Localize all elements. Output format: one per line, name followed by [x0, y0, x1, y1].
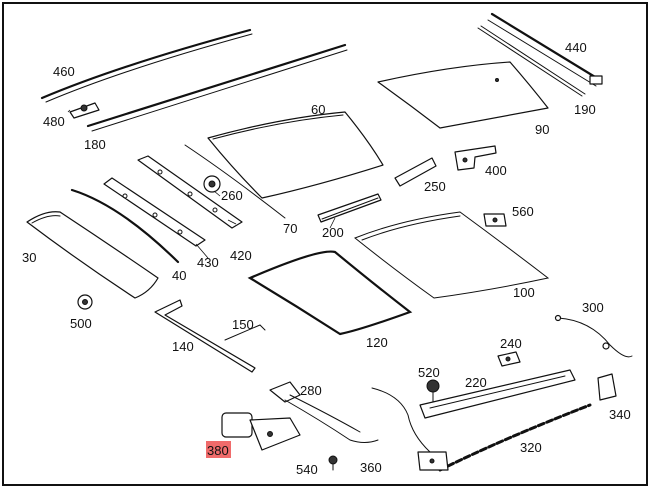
label-360: 360 — [360, 460, 382, 475]
label-430: 430 — [197, 255, 219, 270]
part-30-sunshade-panel — [26, 211, 159, 299]
part-500-nut — [77, 294, 93, 310]
part-280-long-cable — [371, 387, 431, 453]
part-200-deflector — [317, 193, 382, 223]
part-250-bracket — [394, 157, 437, 187]
label-340: 340 — [609, 407, 631, 422]
label-380-highlight — [206, 441, 231, 458]
label-400: 400 — [485, 163, 507, 178]
part-220-guide-rail — [419, 369, 576, 419]
part-70-cable — [184, 144, 286, 219]
part-60-glass-panel — [207, 111, 384, 199]
part-190-rail-seal — [477, 25, 586, 97]
label-260: 260 — [221, 188, 243, 203]
label-420: 420 — [230, 248, 252, 263]
part-280-cable-assembly — [269, 381, 379, 443]
part-100-frame — [354, 211, 550, 299]
label-380: 380 — [207, 443, 229, 458]
part-260-knob — [203, 175, 221, 193]
label-190: 190 — [574, 102, 596, 117]
part-540-screw — [328, 455, 338, 471]
part-560-clip — [483, 213, 507, 227]
label-100: 100 — [513, 285, 535, 300]
part-380-motor — [221, 412, 301, 451]
label-240: 240 — [500, 336, 522, 351]
part-340-bracket — [597, 373, 617, 401]
part-360-bracket — [417, 451, 449, 471]
label-500: 500 — [70, 316, 92, 331]
part-460-rail-strip — [40, 28, 253, 103]
label-40: 40 — [172, 268, 186, 283]
label-250: 250 — [424, 179, 446, 194]
label-150: 150 — [232, 317, 254, 332]
leader-lines — [67, 109, 336, 259]
label-300: 300 — [582, 300, 604, 315]
label-480: 480 — [43, 114, 65, 129]
label-280: 280 — [300, 383, 322, 398]
part-400-hinge — [454, 145, 497, 171]
label-540: 540 — [296, 462, 318, 477]
label-460: 460 — [53, 64, 75, 79]
label-140: 140 — [172, 339, 194, 354]
label-320: 320 — [520, 440, 542, 455]
label-440: 440 — [565, 40, 587, 55]
part-440-side-rail — [487, 12, 603, 87]
part-150-strip — [224, 324, 266, 341]
label-180: 180 — [84, 137, 106, 152]
label-120: 120 — [366, 335, 388, 350]
part-320-drive-cable — [438, 403, 592, 472]
part-120-seal-ring — [247, 250, 413, 336]
part-480-clip — [69, 102, 100, 119]
label-90: 90 — [535, 122, 549, 137]
label-560: 560 — [512, 204, 534, 219]
label-520: 520 — [418, 365, 440, 380]
label-220: 220 — [465, 375, 487, 390]
label-70: 70 — [283, 221, 297, 236]
part-430-rail — [103, 177, 206, 247]
part-420-rail — [137, 155, 243, 229]
part-300-cable — [554, 314, 633, 358]
label-30: 30 — [22, 250, 36, 265]
label-200: 200 — [322, 225, 344, 240]
label-60: 60 — [311, 102, 325, 117]
part-40-seal — [70, 188, 180, 264]
part-90-rear-panel — [377, 61, 549, 129]
part-140-trim — [154, 299, 256, 373]
part-240-bracket — [497, 351, 521, 367]
part-180-seal-strip — [86, 43, 348, 132]
